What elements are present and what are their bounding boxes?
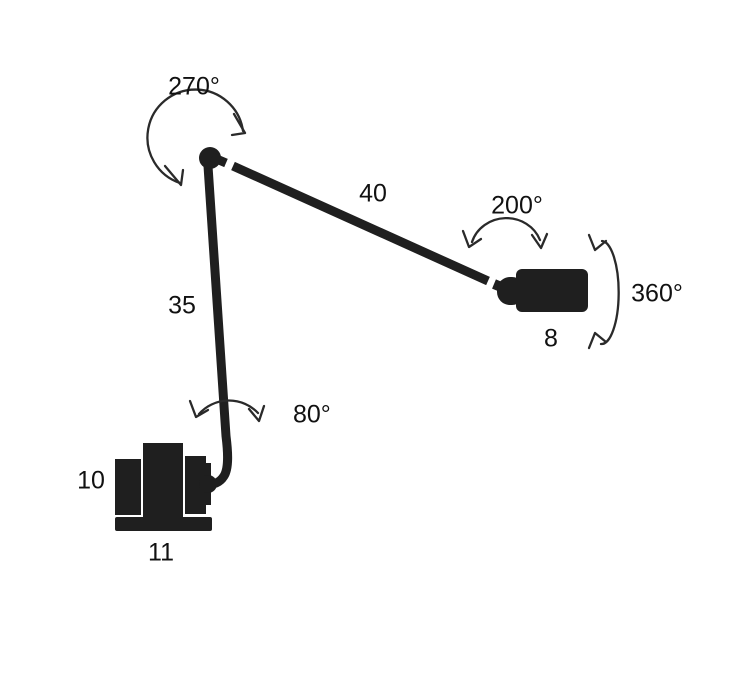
end-effector-length-label: 8 bbox=[544, 325, 558, 353]
upper-arm-link bbox=[210, 152, 508, 294]
base-rotation-indicator: 80° bbox=[188, 399, 331, 429]
lower-arm-link bbox=[203, 165, 233, 489]
wrist-rotation-arc bbox=[470, 216, 542, 244]
tool-roll-label: 360° bbox=[631, 280, 683, 308]
shoulder-joint-cap bbox=[199, 147, 221, 169]
lower-link-length-label: 35 bbox=[168, 292, 196, 320]
shoulder-rotation-label: 270° bbox=[168, 73, 220, 101]
base-plate-width-label: 11 bbox=[148, 539, 174, 567]
dimension-labels: 40 35 8 10 11 bbox=[77, 180, 558, 567]
base-flange-detail bbox=[204, 463, 211, 481]
wrist-rotation-indicator: 200° bbox=[461, 192, 549, 250]
tool-roll-arrow-head-bottom bbox=[587, 331, 608, 350]
base-assembly bbox=[115, 443, 217, 531]
shoulder-rotation-indicator: 270° bbox=[146, 73, 247, 187]
base-arrow-head-left bbox=[188, 399, 210, 419]
tool-roll-ellipse bbox=[599, 239, 620, 346]
base-mounting-plate bbox=[115, 517, 212, 531]
base-flange-detail-lower bbox=[204, 487, 211, 505]
wrist-arrow-head-right bbox=[530, 232, 549, 250]
wrist-arrow-head-left bbox=[461, 229, 483, 249]
tool-body bbox=[516, 269, 588, 312]
base-arrow-head-right bbox=[247, 404, 266, 423]
shoulder-arrow-head-right bbox=[230, 112, 247, 137]
shoulder-rotation-arc bbox=[146, 88, 245, 185]
base-rotation-arc bbox=[197, 399, 260, 416]
tool-roll-arrow-head-top bbox=[587, 233, 608, 252]
base-main-body bbox=[143, 443, 183, 517]
lower-arm-path bbox=[203, 165, 233, 489]
wrist-rotation-label: 200° bbox=[491, 192, 543, 220]
end-effector-assembly bbox=[497, 269, 588, 312]
base-body-height-label: 10 bbox=[77, 467, 105, 495]
upper-arm-stub bbox=[210, 152, 228, 168]
base-rotation-label: 80° bbox=[293, 401, 331, 429]
shoulder-arrow-head-left bbox=[163, 164, 185, 187]
base-right-block bbox=[185, 456, 206, 514]
shoulder-joint bbox=[199, 147, 221, 169]
tool-roll-indicator: 360° bbox=[587, 233, 683, 350]
upper-link-length-label: 40 bbox=[359, 180, 387, 208]
base-left-block bbox=[115, 459, 141, 515]
upper-arm-beam bbox=[231, 161, 490, 286]
